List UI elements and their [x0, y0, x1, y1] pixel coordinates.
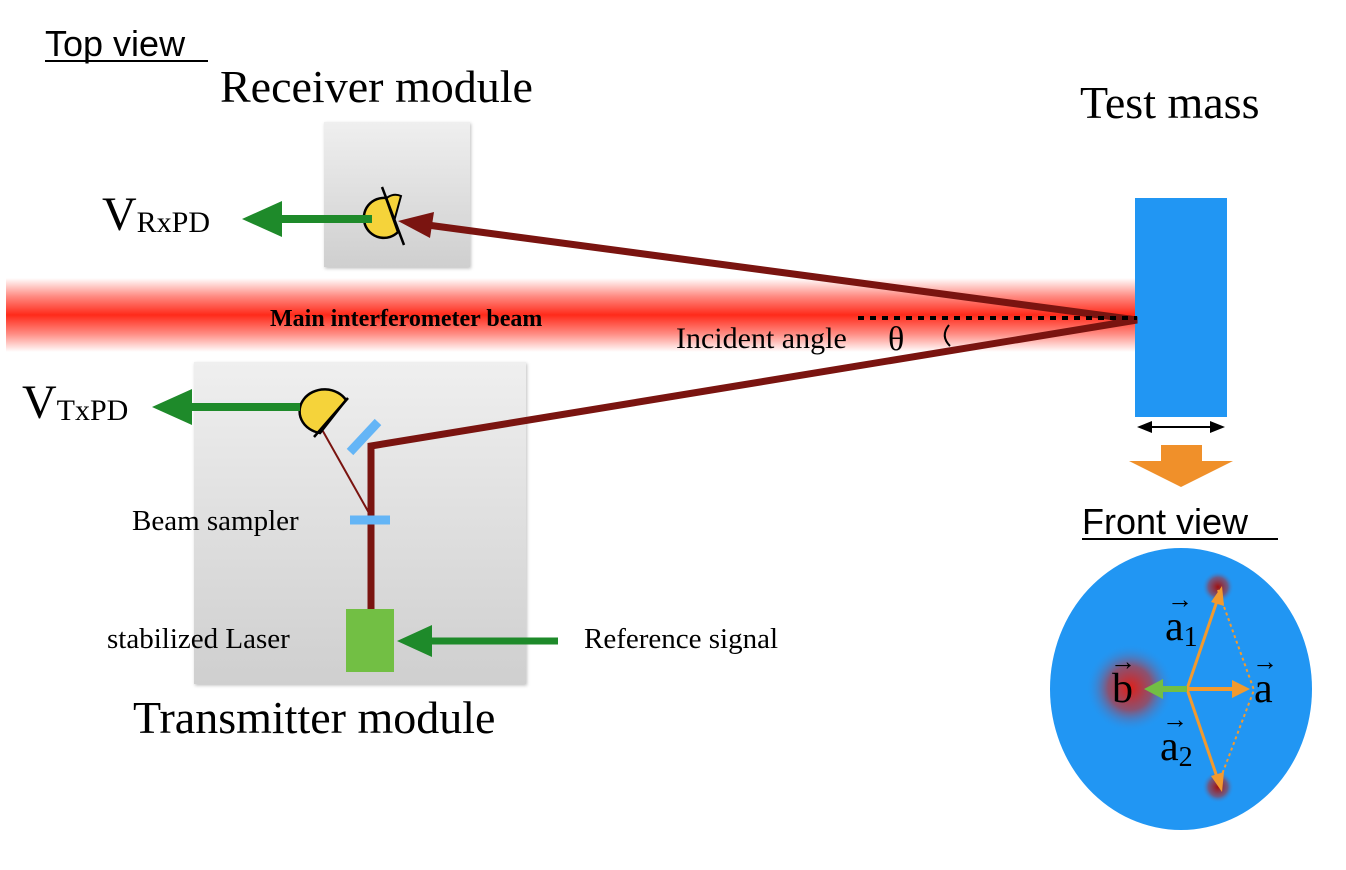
vector-a-label: a: [1254, 666, 1273, 712]
stabilized-laser-label: stabilized Laser: [107, 623, 290, 655]
main-interferometer-beam: [6, 278, 1140, 352]
vector-a2-subscript: 2: [1179, 742, 1193, 773]
angle-arc: [943, 324, 951, 347]
vector-a2-label: a2: [1160, 724, 1193, 773]
v-txpd-label: VTxPD: [22, 376, 128, 429]
vector-a2-arrow: [1185, 688, 1220, 781]
view-transition-arrow: [1129, 445, 1233, 487]
spot-a1: [1202, 571, 1234, 603]
v-rxpd-label: VRxPD: [102, 188, 210, 241]
receiver-beam-arrowhead: [398, 212, 434, 238]
vector-a1-arrowhead: [1211, 586, 1224, 606]
vector-b-overarrow: →: [1110, 647, 1136, 676]
receiver-photodiode-face: [380, 186, 406, 246]
main-beam-label: Main interferometer beam: [270, 306, 542, 332]
v-rxpd-subscript: RxPD: [137, 206, 210, 239]
vector-a-arrowhead: [1232, 680, 1250, 698]
rx-signal-arrowhead: [242, 201, 282, 237]
motion-arrowhead-left: [1137, 421, 1152, 433]
reference-signal-arrowhead: [397, 625, 432, 657]
vector-a1-label: a1: [1165, 604, 1198, 653]
spot-connector-dotted: [1217, 589, 1256, 786]
vector-a1-overarrow: →: [1167, 585, 1193, 614]
incident-angle-label: Incident angle: [676, 322, 847, 355]
vector-a1-arrow: [1185, 597, 1220, 690]
stabilized-laser: [346, 609, 394, 672]
vector-a1-subscript: 1: [1184, 622, 1198, 653]
reference-signal-label: Reference signal: [584, 623, 778, 655]
spot-a2: [1202, 771, 1234, 803]
transmitter-photodiode-face: [313, 397, 349, 438]
vector-a-overarrow: →: [1252, 647, 1278, 676]
transmitter-module-label: Transmitter module: [133, 692, 495, 743]
vector-a2-overarrow: →: [1162, 705, 1188, 734]
laser-beam-path: [367, 220, 1138, 610]
theta-symbol: θ: [888, 321, 904, 358]
vector-a2-arrowhead: [1211, 772, 1224, 792]
steering-mirror: [346, 418, 382, 456]
vector-b-label: b: [1112, 666, 1133, 712]
transmitter-photodiode-body: [298, 388, 348, 435]
tx-signal-arrowhead: [152, 389, 192, 425]
v-txpd-subscript: TxPD: [57, 394, 129, 427]
top-view-label: Top view: [45, 23, 186, 64]
beam-sampler-label: Beam sampler: [132, 505, 299, 537]
motion-arrowhead-right: [1210, 421, 1225, 433]
test-mass: [1135, 198, 1227, 417]
sampled-beam-path: [319, 425, 370, 514]
vector-b-arrowhead: [1144, 679, 1163, 699]
test-mass-label: Test mass: [1080, 77, 1260, 128]
front-view-label: Front view: [1082, 501, 1249, 542]
receiver-module-label: Receiver module: [220, 61, 533, 112]
spot-b: [1086, 644, 1174, 732]
